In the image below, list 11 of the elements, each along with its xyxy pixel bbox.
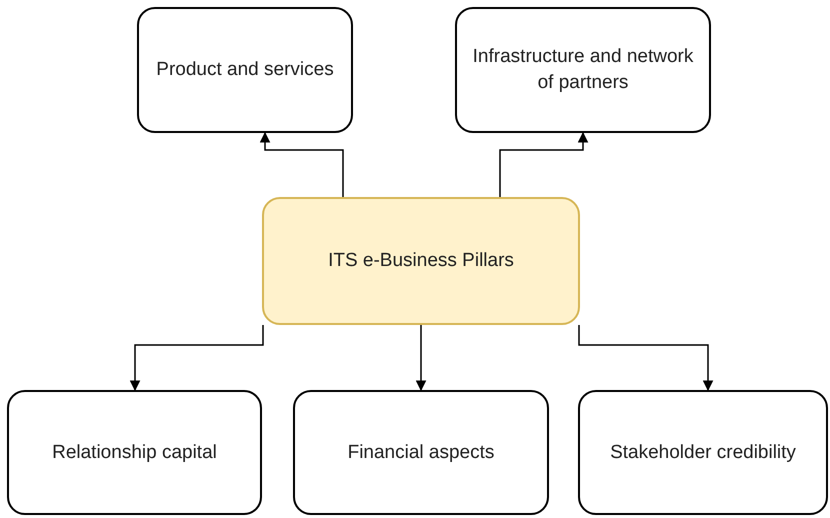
process-box: Product and services — [137, 7, 353, 133]
arrow — [416, 325, 426, 392]
process-box: Relationship capital — [7, 390, 262, 515]
arrow — [578, 325, 714, 392]
process-box: Stakeholder credibility — [578, 390, 828, 515]
arrow — [130, 325, 264, 392]
central-box: ITS e-Business Pillars — [262, 197, 580, 325]
arrow — [499, 132, 588, 197]
process-box: Financial aspects — [293, 390, 549, 515]
process-box: Infrastructure and network of partners — [455, 7, 711, 133]
arrow — [260, 132, 344, 197]
